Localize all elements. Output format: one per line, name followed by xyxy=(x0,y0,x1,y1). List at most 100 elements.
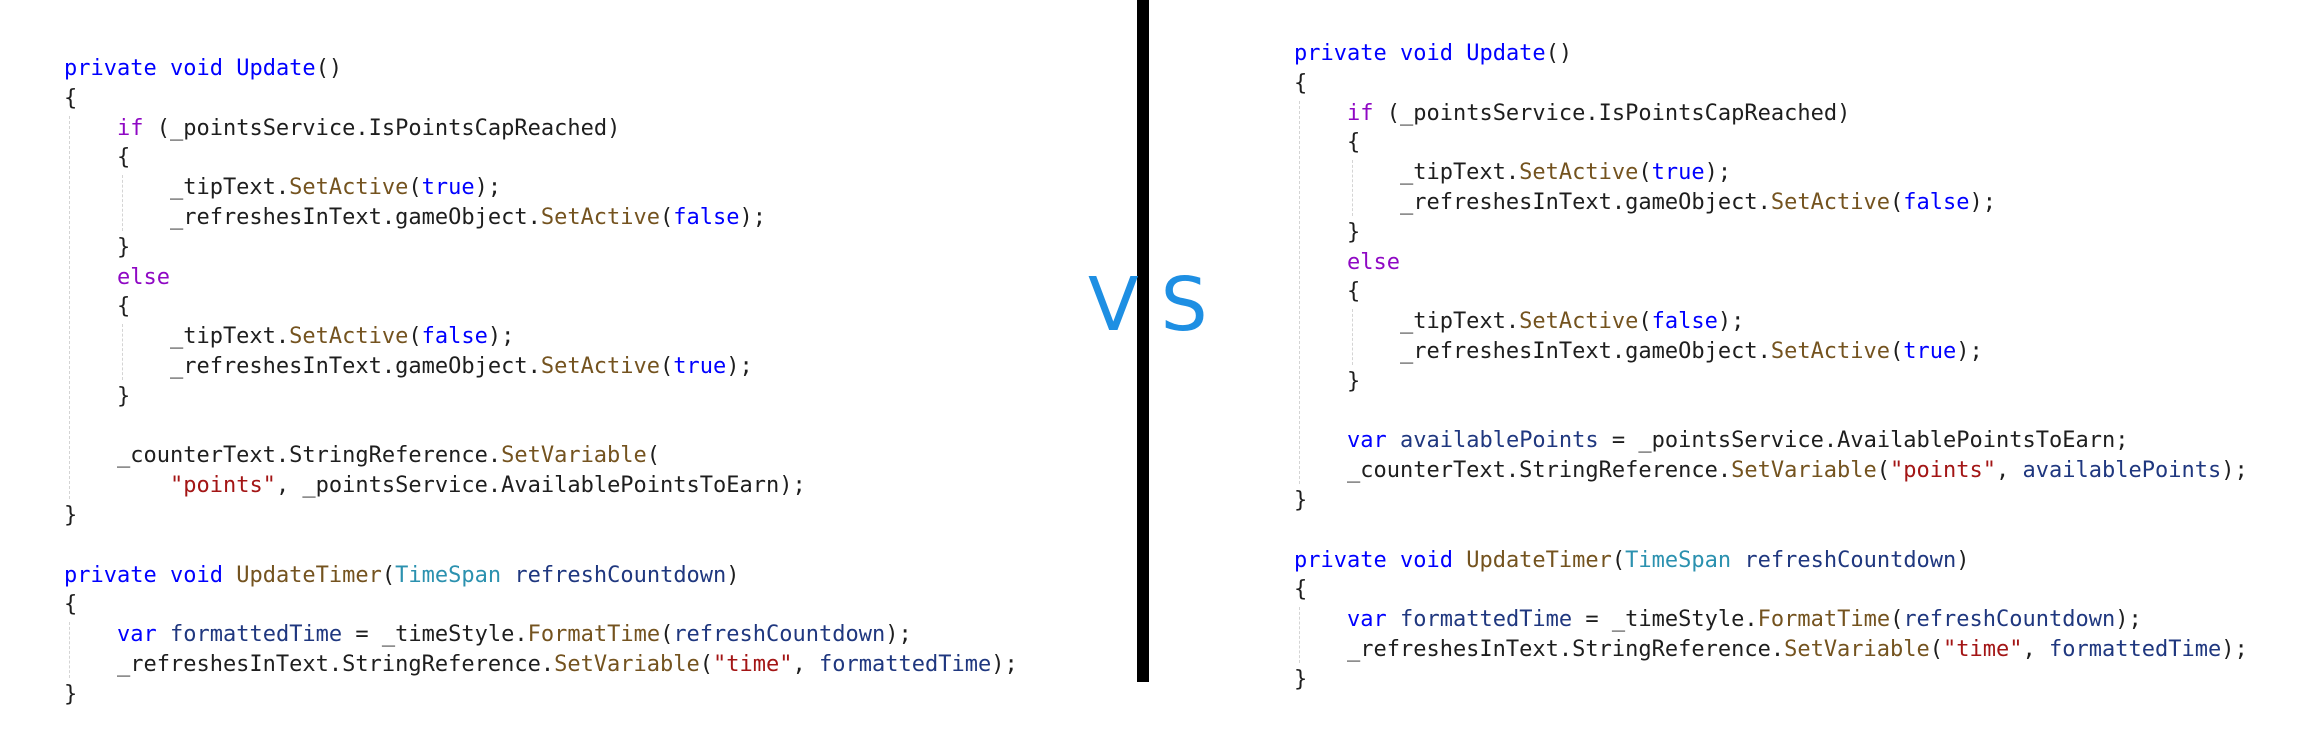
code-line: { xyxy=(64,143,1018,173)
code-token: () xyxy=(315,56,343,81)
code-line: _tipText.SetActive(false); xyxy=(1294,307,2248,337)
code-token: { xyxy=(64,145,131,171)
indent-guide xyxy=(121,175,123,231)
code-token: ( xyxy=(660,622,674,648)
code-line: if (_pointsService.IsPointsCapReached) xyxy=(64,114,1018,144)
code-token: () xyxy=(1545,41,1573,66)
code-token xyxy=(157,622,170,647)
code-token: ); xyxy=(1704,160,1732,186)
code-token: availablePoints xyxy=(1399,428,1599,454)
code-line: _counterText.StringReference.SetVariable… xyxy=(1294,456,2248,486)
code-token: ); xyxy=(487,324,515,350)
code-token xyxy=(64,622,117,647)
code-token: (_pointsService.IsPointsCapReached) xyxy=(143,115,621,141)
code-token: SetActive xyxy=(540,353,661,379)
code-line: { xyxy=(1294,128,2248,158)
code-token: ( xyxy=(408,324,422,350)
code-token: private xyxy=(1294,41,1387,66)
code-token: _tipText. xyxy=(1294,309,1520,335)
code-line: _counterText.StringReference.SetVariable… xyxy=(64,441,1018,471)
code-token xyxy=(1453,41,1466,66)
code-token: { xyxy=(64,592,78,618)
code-token: ( xyxy=(1929,636,1944,662)
code-token: = _pointsService.AvailablePointsToEarn; xyxy=(1598,428,2129,454)
code-token: } xyxy=(64,681,78,707)
code-block: private void Update(){ if (_pointsServic… xyxy=(64,54,1018,710)
code-token xyxy=(64,473,170,498)
code-token: true xyxy=(421,175,475,201)
code-token: ( xyxy=(660,204,674,230)
code-token: refreshCountdown xyxy=(514,562,727,588)
code-token: ( xyxy=(1890,338,1904,364)
indent-guide xyxy=(69,115,70,499)
code-token: ( xyxy=(1890,607,1904,633)
code-token: SetVariable xyxy=(554,651,700,677)
code-token: void xyxy=(169,56,223,81)
code-token: else xyxy=(1346,249,1400,275)
code-panel-refactored: private void Update(){ if (_pointsServic… xyxy=(1294,39,2248,695)
code-token: if xyxy=(1346,100,1374,126)
code-token: _refreshesInText.gameObject. xyxy=(1294,189,1771,215)
code-token: { xyxy=(1294,70,1308,96)
code-token: ); xyxy=(885,622,912,648)
code-token: UpdateTimer xyxy=(236,562,382,588)
code-token: private xyxy=(64,562,157,588)
code-line: var availablePoints = _pointsService.Ava… xyxy=(1294,426,2248,456)
code-token: ); xyxy=(739,204,767,230)
code-line xyxy=(64,531,1018,561)
code-line: _tipText.SetActive(false); xyxy=(64,322,1018,352)
code-token: } xyxy=(64,502,78,528)
code-token: formattedTime xyxy=(1399,607,1573,633)
code-line: _refreshesInText.StringReference.SetVari… xyxy=(1294,635,2248,665)
code-token: SetVariable xyxy=(1784,636,1930,662)
code-token: = _timeStyle. xyxy=(1572,607,1758,633)
code-token: void xyxy=(1399,41,1453,66)
code-line: _refreshesInText.gameObject.SetActive(tr… xyxy=(1294,337,2248,367)
code-line: { xyxy=(1294,69,2248,99)
code-line: _tipText.SetActive(true); xyxy=(64,173,1018,203)
code-line: } xyxy=(1294,486,2248,516)
code-token: SetVariable xyxy=(501,443,647,469)
code-token: if xyxy=(116,115,144,141)
code-token: { xyxy=(64,294,131,320)
code-token xyxy=(1387,548,1400,573)
code-line: } xyxy=(1294,367,2248,397)
code-token: _refreshesInText.gameObject. xyxy=(1294,338,1771,364)
code-token: "time" xyxy=(713,651,793,677)
code-token xyxy=(64,265,117,290)
code-token: true xyxy=(1903,338,1957,364)
code-line: _refreshesInText.gameObject.SetActive(tr… xyxy=(64,352,1018,382)
code-token: SetVariable xyxy=(1731,458,1877,484)
indent-guide xyxy=(69,622,70,678)
indent-guide xyxy=(1299,607,1300,663)
code-token: } xyxy=(1294,219,1361,245)
code-token xyxy=(1453,548,1466,573)
code-token: SetActive xyxy=(1519,309,1639,335)
code-token: _refreshesInText.gameObject. xyxy=(64,353,541,379)
code-token: var xyxy=(1346,428,1387,454)
code-token: var xyxy=(1346,607,1387,633)
code-token: FormatTime xyxy=(527,622,661,648)
code-token: ( xyxy=(381,562,396,588)
code-token xyxy=(223,563,236,588)
code-token: formattedTime xyxy=(819,651,992,677)
comparison-divider xyxy=(1137,0,1149,682)
code-token: ); xyxy=(474,175,502,201)
code-line: else xyxy=(1294,248,2248,278)
code-token: ( xyxy=(646,443,661,469)
code-token: FormatTime xyxy=(1757,607,1891,633)
code-token: _refreshesInText.StringReference. xyxy=(1294,636,1785,662)
indent-guide xyxy=(1299,100,1300,484)
code-token: ); xyxy=(991,651,1018,677)
code-line: { xyxy=(1294,575,2248,605)
code-token: ); xyxy=(2115,607,2142,633)
code-token: } xyxy=(1294,368,1361,394)
code-token: "time" xyxy=(1943,636,2023,662)
code-token: , xyxy=(2022,636,2050,662)
code-token: var xyxy=(116,622,157,648)
code-token: ( xyxy=(1638,309,1652,335)
code-token xyxy=(1294,101,1347,126)
code-token: ( xyxy=(1611,547,1626,573)
code-token: false xyxy=(673,204,740,230)
code-line: var formattedTime = _timeStyle.FormatTim… xyxy=(64,620,1018,650)
